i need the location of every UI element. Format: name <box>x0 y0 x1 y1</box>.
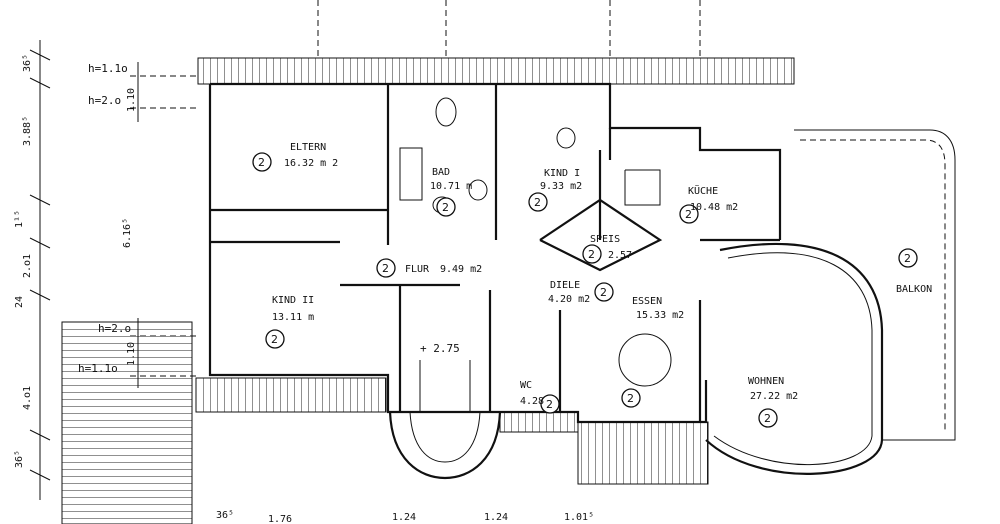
room-name-essen: ESSEN <box>632 296 662 307</box>
room-marker-eltern: 2 <box>252 152 272 172</box>
living-room-bay <box>705 242 884 475</box>
room-marker-balkon: 2 <box>898 248 918 268</box>
dim-bottom-3: 1.24 <box>392 512 416 523</box>
terrace-left <box>61 321 193 524</box>
room-area-kind2: 13.11 m <box>272 312 314 323</box>
room-name-diele: DIELE <box>550 280 580 291</box>
room-marker-diele: 2 <box>594 282 614 302</box>
room-area-essen: 15.33 m2 <box>636 310 684 321</box>
room-marker-flur: 2 <box>376 258 396 278</box>
dining-table <box>618 333 672 387</box>
svg-text:2: 2 <box>546 398 553 411</box>
room-area-speis: 2.57 <box>608 250 632 261</box>
room-name-flur: FLUR <box>405 264 430 275</box>
room-name-eltern: ELTERN <box>290 142 326 153</box>
room-area-wc: 4.28 <box>520 396 544 407</box>
dim-bottom-5: 1.01⁵ <box>564 512 594 523</box>
svg-text:2: 2 <box>258 156 265 169</box>
svg-text:2: 2 <box>627 392 634 405</box>
balkon-outline <box>794 129 956 441</box>
room-name-wohnen: WOHNEN <box>748 376 784 387</box>
room-marker-wc: 2 <box>540 394 560 414</box>
dim-left-3: 1¹⁵ <box>14 210 25 228</box>
room-area-bad: 10.71 m <box>430 181 472 192</box>
room-area-flur: 9.49 m2 <box>440 264 482 275</box>
height-top-2: h=2.o <box>88 94 121 107</box>
dim-inner-2: 1.10 <box>126 342 137 366</box>
height-bottom-1: h=2.o <box>98 322 131 335</box>
dim-bottom-1: 36⁵ <box>216 510 234 521</box>
room-marker-wohnen: 2 <box>758 408 778 428</box>
roof-band-bottom-mid <box>499 411 579 433</box>
staircase <box>388 411 502 480</box>
level-marker: + 2.75 <box>420 342 460 355</box>
room-marker-kind2: 2 <box>265 329 285 349</box>
room-area-diele: 4.20 m2 <box>548 294 590 305</box>
svg-text:2: 2 <box>764 412 771 425</box>
room-marker-kueche: 2 <box>679 204 699 224</box>
roof-band-bottom-right <box>577 421 709 485</box>
dim-left-1: 36⁵ <box>22 54 33 72</box>
svg-text:2: 2 <box>600 286 607 299</box>
room-area-kueche: 10.48 m2 <box>690 202 738 213</box>
room-area-kind1: 9.33 m2 <box>540 181 582 192</box>
svg-text:2: 2 <box>588 248 595 261</box>
dim-bottom-2: 1.76 <box>268 514 292 524</box>
svg-text:2: 2 <box>382 262 389 275</box>
room-marker-essen: 2 <box>621 388 641 408</box>
dim-bottom-4: 1.24 <box>484 512 508 523</box>
dim-left-6: 24 <box>14 296 25 308</box>
roof-band-bottom-left <box>195 377 387 413</box>
dim-left-7: 4.o1 <box>22 386 33 410</box>
dim-left-5: 2.o1 <box>22 254 33 278</box>
room-name-kind2: KIND II <box>272 295 314 306</box>
roof-band-top <box>197 57 795 85</box>
svg-text:2: 2 <box>534 196 541 209</box>
svg-text:2: 2 <box>442 201 449 214</box>
room-marker-bad: 2 <box>436 197 456 217</box>
room-name-wc: WC <box>520 380 532 391</box>
room-marker-kind1: 2 <box>528 192 548 212</box>
dim-left-2: 3.88⁵ <box>22 116 33 146</box>
room-name-bad: BAD <box>432 167 450 178</box>
room-marker-speis: 2 <box>582 244 602 264</box>
room-name-balkon: BALKON <box>896 284 932 295</box>
svg-text:2: 2 <box>904 252 911 265</box>
height-bottom-2: h=1.1o <box>78 362 118 375</box>
svg-text:2: 2 <box>271 333 278 346</box>
room-area-eltern: 16.32 m 2 <box>284 158 338 169</box>
height-top-1: h=1.1o <box>88 62 128 75</box>
room-name-kind1: KIND I <box>544 168 580 179</box>
svg-text:2: 2 <box>685 208 692 221</box>
room-area-wohnen: 27.22 m2 <box>750 391 798 402</box>
room-name-kueche: KÜCHE <box>688 184 718 197</box>
dim-left-8: 36⁵ <box>14 450 25 468</box>
dim-inner-1: 1.10 <box>126 88 137 112</box>
room-name-speis: SPEIS <box>590 234 620 245</box>
dim-left-4: 6.16⁵ <box>122 218 133 248</box>
